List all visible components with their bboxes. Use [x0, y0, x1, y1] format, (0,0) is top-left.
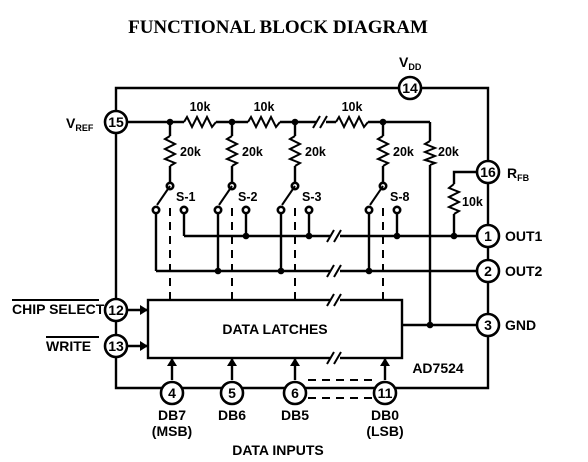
switch-s1: [151, 181, 189, 215]
data-inputs-label: DATA INPUTS: [232, 442, 324, 458]
r-leg-2-label: 20k: [242, 145, 263, 159]
svg-text:13: 13: [108, 338, 124, 354]
db0-label: DB0: [371, 407, 399, 423]
pin-rfb: 16: [475, 159, 501, 185]
pin-gnd: 3: [475, 312, 501, 338]
pin-write: 13: [103, 333, 129, 359]
r-leg-3-label: 20k: [305, 145, 326, 159]
pin-out1: 1: [475, 223, 501, 249]
pin-db6: 5: [219, 380, 245, 406]
svg-text:15: 15: [108, 114, 124, 130]
pin-vref: 15: [103, 109, 129, 135]
svg-text:14: 14: [402, 80, 418, 96]
svg-text:12: 12: [108, 302, 124, 318]
switch-s2-label: S-2: [238, 190, 258, 204]
data-latches-block: [146, 298, 404, 360]
break-marks: [312, 115, 342, 365]
switch-control-links: [169, 206, 384, 399]
db7-label: DB7: [158, 407, 186, 423]
db5-label: DB5: [281, 407, 309, 423]
latch-arrows: [140, 305, 390, 366]
pin-db0: 11: [372, 380, 398, 406]
write-label: WRITE: [46, 338, 91, 354]
vdd-label: VDD: [399, 54, 422, 72]
svg-text:2: 2: [484, 263, 492, 279]
pin-chip-select: 12: [103, 297, 129, 323]
r-fb-label: 10k: [462, 195, 483, 209]
svg-text:6: 6: [291, 385, 299, 401]
out1-label: OUT1: [505, 228, 543, 244]
svg-text:11: 11: [378, 385, 393, 401]
svg-text:3: 3: [484, 317, 492, 333]
switch-s2: [213, 181, 251, 215]
switch-s8: [364, 181, 402, 215]
switch-s3: [276, 181, 314, 215]
lsb-label: (LSB): [366, 423, 403, 439]
switch-s3-label: S-3: [302, 190, 322, 204]
leg-resistors: [162, 135, 462, 215]
r-series-3-label: 10k: [342, 100, 363, 114]
svg-text:1: 1: [484, 228, 492, 244]
r-series-1-label: 10k: [190, 100, 211, 114]
pin-db5: 6: [282, 380, 308, 406]
r-series-2-label: 10k: [254, 100, 275, 114]
pin-db7: 4: [159, 380, 185, 406]
rfb-label: RFB: [507, 165, 530, 183]
msb-label: (MSB): [152, 423, 192, 439]
pin-vdd: 14: [397, 75, 423, 101]
chip-select-label: CHIP SELECT: [12, 301, 105, 317]
vref-label: VREF: [66, 115, 94, 133]
diagram-title: FUNCTIONAL BLOCK DIAGRAM: [128, 17, 428, 38]
part-number: AD7524: [412, 360, 464, 376]
svg-text:4: 4: [168, 385, 176, 401]
junction-dots: [166, 118, 458, 329]
r-leg-8-label: 20k: [393, 145, 414, 159]
data-latches-label: DATA LATCHES: [222, 321, 327, 337]
db6-label: DB6: [218, 407, 246, 423]
out2-label: OUT2: [505, 263, 543, 279]
gnd-label: GND: [505, 317, 536, 333]
r-term-label: 20k: [438, 145, 459, 159]
r-leg-1-label: 20k: [180, 145, 201, 159]
svg-text:5: 5: [228, 385, 236, 401]
pin-out2: 2: [475, 258, 501, 284]
frame-wires: [114, 86, 490, 390]
switch-s1-label: S-1: [176, 190, 196, 204]
svg-text:16: 16: [480, 164, 496, 180]
switch-s8-label: S-8: [390, 190, 410, 204]
series-resistors: [183, 114, 369, 130]
